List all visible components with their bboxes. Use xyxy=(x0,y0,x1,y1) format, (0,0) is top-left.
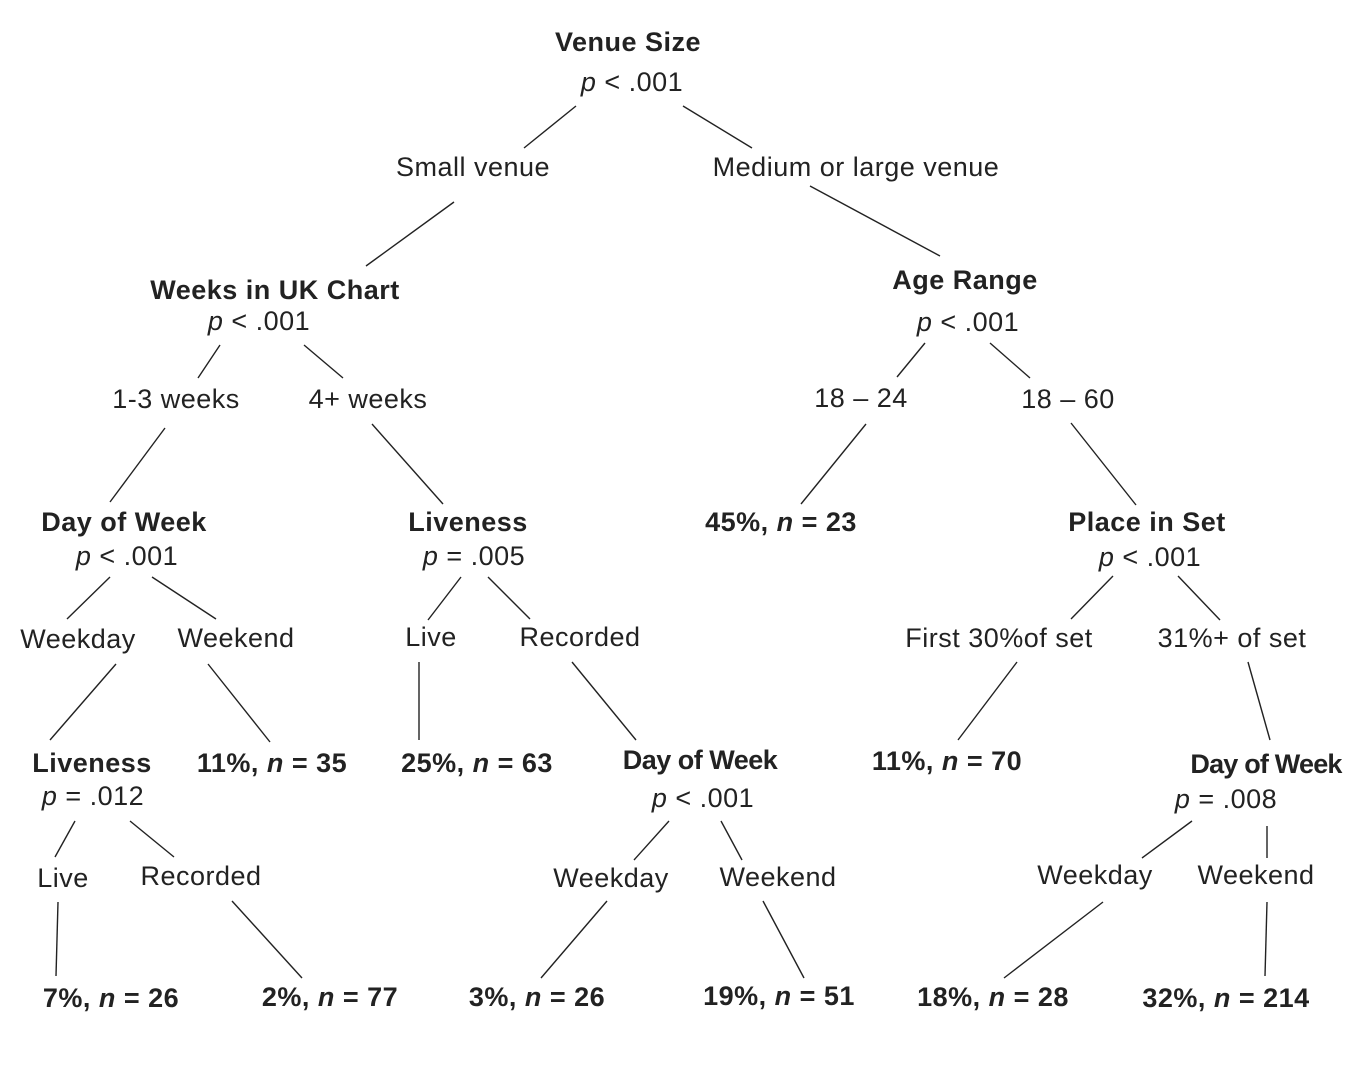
connector xyxy=(365,201,455,267)
branch-weekend: Weekend xyxy=(177,623,295,653)
liveness-node-pvalue: p = .005 xyxy=(422,541,526,571)
connector xyxy=(720,820,743,861)
connector xyxy=(1141,820,1193,859)
connector xyxy=(571,661,637,741)
branch-31-plus-of-set: 31%+ of set xyxy=(1157,623,1307,653)
connector xyxy=(55,901,59,977)
branch-recorded: Recorded xyxy=(519,622,641,652)
leaf-weekday-middle: 3%, n = 26 xyxy=(468,982,606,1012)
day-of-week-node-pvalue: p < .001 xyxy=(75,541,179,571)
connector xyxy=(371,423,444,505)
branch-live-lower: Live xyxy=(37,863,89,893)
connector xyxy=(49,663,117,741)
connector xyxy=(1070,422,1137,506)
branch-weekend-right: Weekend xyxy=(1197,860,1315,890)
branch-small-venue: Small venue xyxy=(395,152,551,182)
day-of-week-middle-node-title: Day of Week xyxy=(622,745,778,775)
leaf-first-30-of-set: 11%, n = 70 xyxy=(871,746,1023,776)
branch-weekend-middle: Weekend xyxy=(719,862,837,892)
connector xyxy=(231,900,303,979)
connector xyxy=(1247,661,1271,741)
connector xyxy=(523,105,577,149)
branch-18-24: 18 – 24 xyxy=(814,383,908,413)
connector xyxy=(109,427,166,503)
leaf-recorded-lower: 2%, n = 77 xyxy=(261,982,399,1012)
place-in-set-node-pvalue: p < .001 xyxy=(1098,542,1202,572)
branch-18-60: 18 – 60 xyxy=(1021,384,1115,414)
branch-first-30-of-set: First 30%of set xyxy=(905,623,1093,653)
venue-size-node-title: Venue Size xyxy=(554,27,702,57)
day-of-week-right-node-pvalue: p = .008 xyxy=(1174,784,1278,814)
connector xyxy=(54,820,76,858)
leaf-live-lower: 7%, n = 26 xyxy=(42,983,180,1013)
branch-weekday: Weekday xyxy=(20,624,136,654)
connector xyxy=(633,820,670,861)
connector xyxy=(957,661,1018,741)
connector xyxy=(896,342,926,378)
branch-medium-large-venue: Medium or large venue xyxy=(712,152,1000,182)
leaf-weekend-left: 11%, n = 35 xyxy=(196,748,348,778)
age-node-title: Age Range xyxy=(892,265,1038,295)
connector xyxy=(129,820,175,858)
branch-4-plus-weeks: 4+ weeks xyxy=(308,384,428,414)
connector xyxy=(303,344,344,379)
day-of-week-node-title: Day of Week xyxy=(41,507,207,537)
connector xyxy=(1003,901,1104,979)
connector xyxy=(151,576,217,620)
connector xyxy=(1177,575,1221,621)
connector xyxy=(1070,575,1114,620)
day-of-week-middle-node-pvalue: p < .001 xyxy=(651,783,755,813)
branch-live: Live xyxy=(405,622,457,652)
branch-1-3-weeks: 1-3 weeks xyxy=(112,384,240,414)
connector xyxy=(197,344,221,379)
leaf-live: 25%, n = 63 xyxy=(401,748,553,778)
connector xyxy=(682,105,753,149)
connector xyxy=(800,423,867,505)
liveness-lower-node-pvalue: p = .012 xyxy=(41,781,145,811)
connector xyxy=(762,900,805,979)
venue-size-node-pvalue: p < .001 xyxy=(580,67,684,97)
branch-recorded-lower: Recorded xyxy=(140,861,262,891)
connector xyxy=(427,576,462,621)
connector xyxy=(487,576,531,620)
connector xyxy=(540,900,608,979)
weeks-node-title: Weeks in UK Chart xyxy=(150,275,400,305)
liveness-lower-node-title: Liveness xyxy=(32,748,152,778)
connector xyxy=(66,576,111,620)
leaf-weekend-right: 32%, n = 214 xyxy=(1142,983,1310,1013)
age-node-pvalue: p < .001 xyxy=(916,307,1020,337)
leaf-18-24: 45%, n = 23 xyxy=(705,507,857,537)
weeks-node-pvalue: p < .001 xyxy=(207,306,311,336)
liveness-node-title: Liveness xyxy=(408,507,528,537)
connector xyxy=(809,185,941,257)
leaf-weekend-middle: 19%, n = 51 xyxy=(703,981,855,1011)
branch-weekday-right: Weekday xyxy=(1037,860,1153,890)
connector xyxy=(1264,901,1268,977)
day-of-week-right-node-title: Day of Week xyxy=(1190,749,1342,779)
leaf-weekday-right: 18%, n = 28 xyxy=(917,982,1069,1012)
place-in-set-node-title: Place in Set xyxy=(1068,507,1226,537)
branch-weekday-middle: Weekday xyxy=(553,863,669,893)
connector xyxy=(989,342,1031,379)
connector xyxy=(207,663,271,743)
